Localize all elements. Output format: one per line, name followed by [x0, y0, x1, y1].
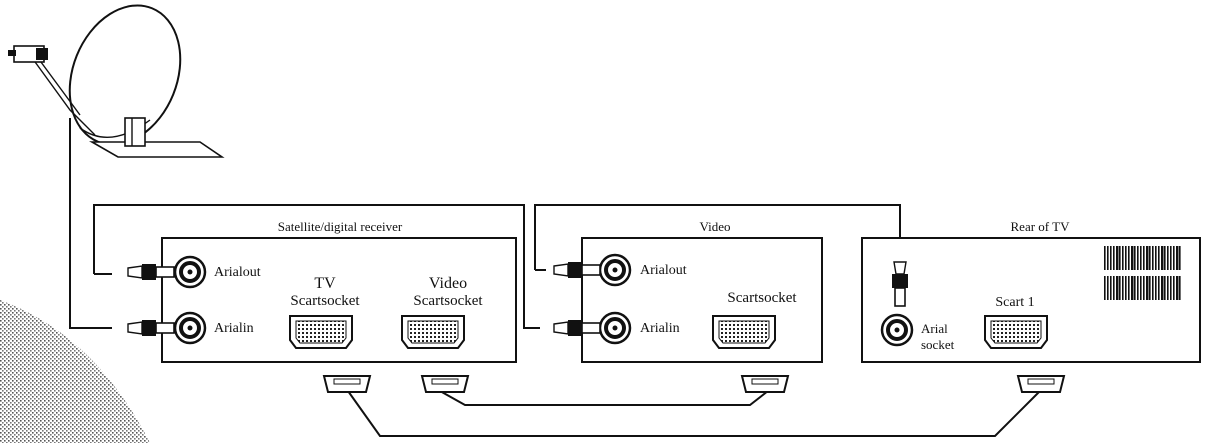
receiver-title: Satellite/digital receiver [278, 219, 403, 234]
receiver-video-scart-socket-icon[interactable] [401, 315, 465, 349]
tv-scart-plug-icon [1017, 375, 1065, 393]
video-out-to-tv-cable [534, 204, 901, 270]
tv-scart-socket-icon[interactable] [984, 315, 1048, 349]
receiver-to-tv-scart-cable [347, 390, 1041, 437]
tv-aerial-socket-icon[interactable] [880, 313, 914, 347]
video-scart-plug-icon [741, 375, 789, 393]
receiver-out-to-video-in-cable [93, 204, 540, 329]
receiver-tv-scart-label-line2: Scartsocket [290, 293, 360, 309]
receiver-aerial-out-plug-icon [127, 263, 175, 281]
receiver-tv-scart-socket-icon[interactable] [289, 315, 353, 349]
tv-aerial-label-line2: socket [921, 337, 955, 352]
video-aerial-out-plug-icon [553, 261, 601, 279]
satellite-dish-icon [8, 4, 225, 158]
receiver-video-scart-plug-icon [421, 375, 469, 393]
tv-scart-label: Scart 1 [995, 295, 1034, 310]
tv-aerial-label-line1: Arial [921, 321, 948, 336]
receiver-video-scart-label-line1: Video [429, 275, 467, 292]
video-aerial-in-socket-icon[interactable] [598, 311, 632, 345]
video-scart-label: Scartsocket [727, 290, 797, 306]
dotted-background-shape [0, 300, 150, 443]
receiver-video-scart-label-line2: Scartsocket [413, 293, 483, 309]
receiver-aerial-out-socket-icon[interactable] [173, 255, 207, 289]
receiver-aerial-in-plug-icon [127, 319, 175, 337]
video-aerial-in-label: Arialin [640, 321, 680, 336]
dish-to-receiver-cable [69, 118, 112, 329]
video-aerial-out-label: Arialout [640, 263, 687, 278]
receiver-aerial-in-socket-icon[interactable] [173, 311, 207, 345]
receiver-tv-scart-plug-icon [323, 375, 371, 393]
vent-grille-icon [1104, 246, 1181, 300]
tv-title: Rear of TV [1011, 219, 1071, 234]
video-scart-socket-icon[interactable] [712, 315, 776, 349]
video-aerial-in-plug-icon [553, 319, 601, 337]
receiver-tv-scart-label-line1: TV [314, 275, 336, 292]
video-title: Video [700, 219, 731, 234]
receiver-aerial-out-label: Arialout [214, 265, 261, 280]
receiver-aerial-in-label: Arialin [214, 321, 254, 336]
receiver-to-video-scart-cable [439, 390, 769, 406]
video-aerial-out-socket-icon[interactable] [598, 253, 632, 287]
tv-aerial-plug-icon [892, 261, 908, 307]
